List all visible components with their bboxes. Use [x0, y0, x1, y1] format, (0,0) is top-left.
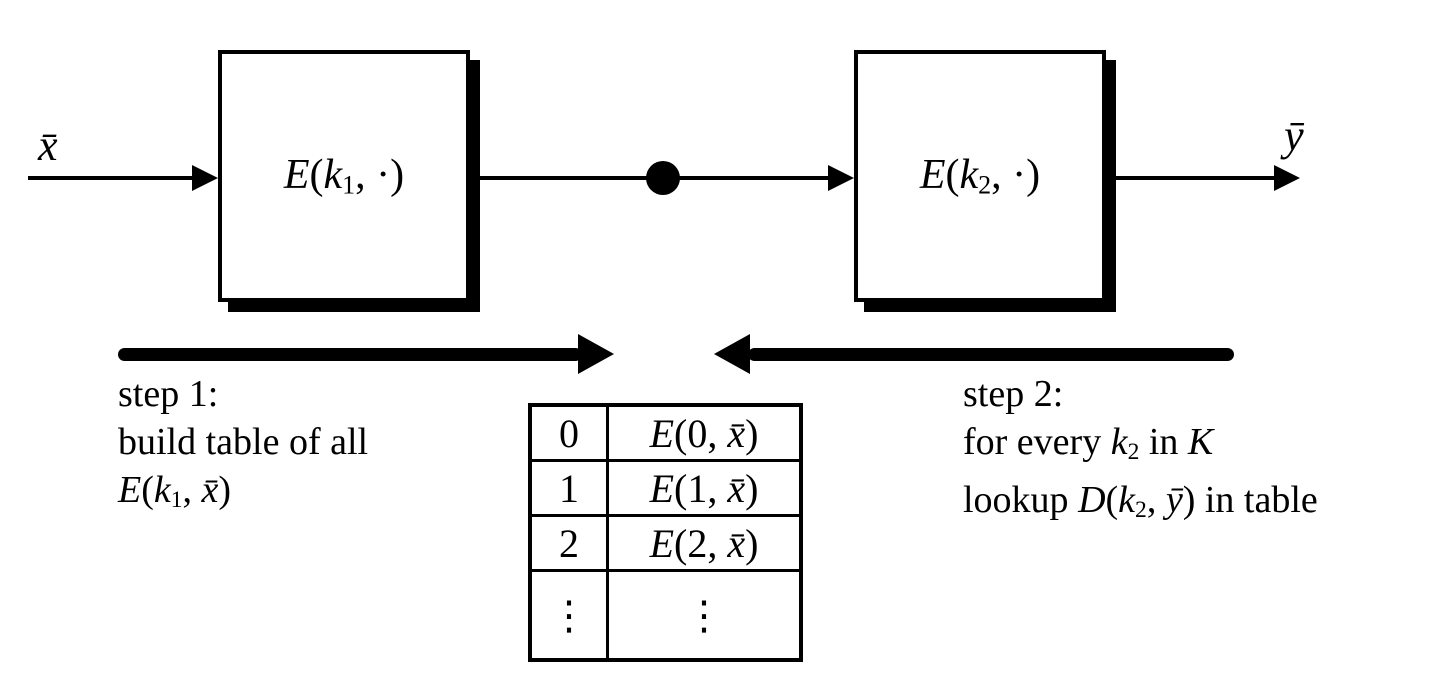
encryption-box-1-label: E(k1, ·) — [283, 152, 405, 200]
table-key-cell: 1 — [528, 459, 609, 517]
step2-arrow-bar — [748, 348, 1234, 361]
step2-caption-line-1: step 2: — [963, 373, 1064, 415]
step1-caption-line-3: E(k1, x̄) — [118, 469, 232, 514]
table-value-cell: E(1, x̄) — [606, 459, 803, 517]
encryption-box-2: E(k2, ·) — [854, 50, 1106, 302]
step1-caption: step 1: build table of all E(k1, x̄) — [118, 370, 368, 524]
middle-arrowhead-icon — [828, 165, 854, 191]
step2-arrowhead-icon — [714, 334, 750, 374]
step1-caption-line-1: step 1: — [118, 373, 219, 415]
table-value-cell: E(0, x̄) — [606, 403, 803, 462]
step1-arrowhead-icon — [578, 334, 614, 374]
step1-caption-line-2: build table of all — [118, 421, 369, 463]
encryption-box-2-label: E(k2, ·) — [919, 152, 1041, 200]
output-arrowhead-icon — [1274, 165, 1300, 191]
table-key-cell: 0 — [528, 403, 609, 462]
table-value-cell: E(2, x̄) — [606, 514, 803, 572]
junction-dot — [646, 161, 680, 195]
step2-caption-line-2: for every k2 in K — [963, 421, 1214, 466]
table-key-cell: 2 — [528, 514, 609, 572]
output-label: ȳ — [1284, 111, 1304, 160]
input-arrow-line — [28, 176, 194, 180]
table-row: ⋮⋮ — [528, 569, 803, 662]
step2-caption: step 2: for every k2 in K lookup D(k2, y… — [963, 370, 1318, 534]
encryption-box-1: E(k1, ·) — [218, 50, 470, 302]
table-value-cell: ⋮ — [606, 569, 803, 662]
input-arrowhead-icon — [192, 165, 218, 191]
input-label: x̄ — [38, 121, 58, 170]
output-arrow-line — [1108, 176, 1276, 180]
step1-arrow-bar — [118, 348, 582, 361]
table-key-cell: ⋮ — [528, 569, 609, 662]
step2-caption-line-3: lookup D(k2, ȳ) in table — [963, 479, 1318, 524]
